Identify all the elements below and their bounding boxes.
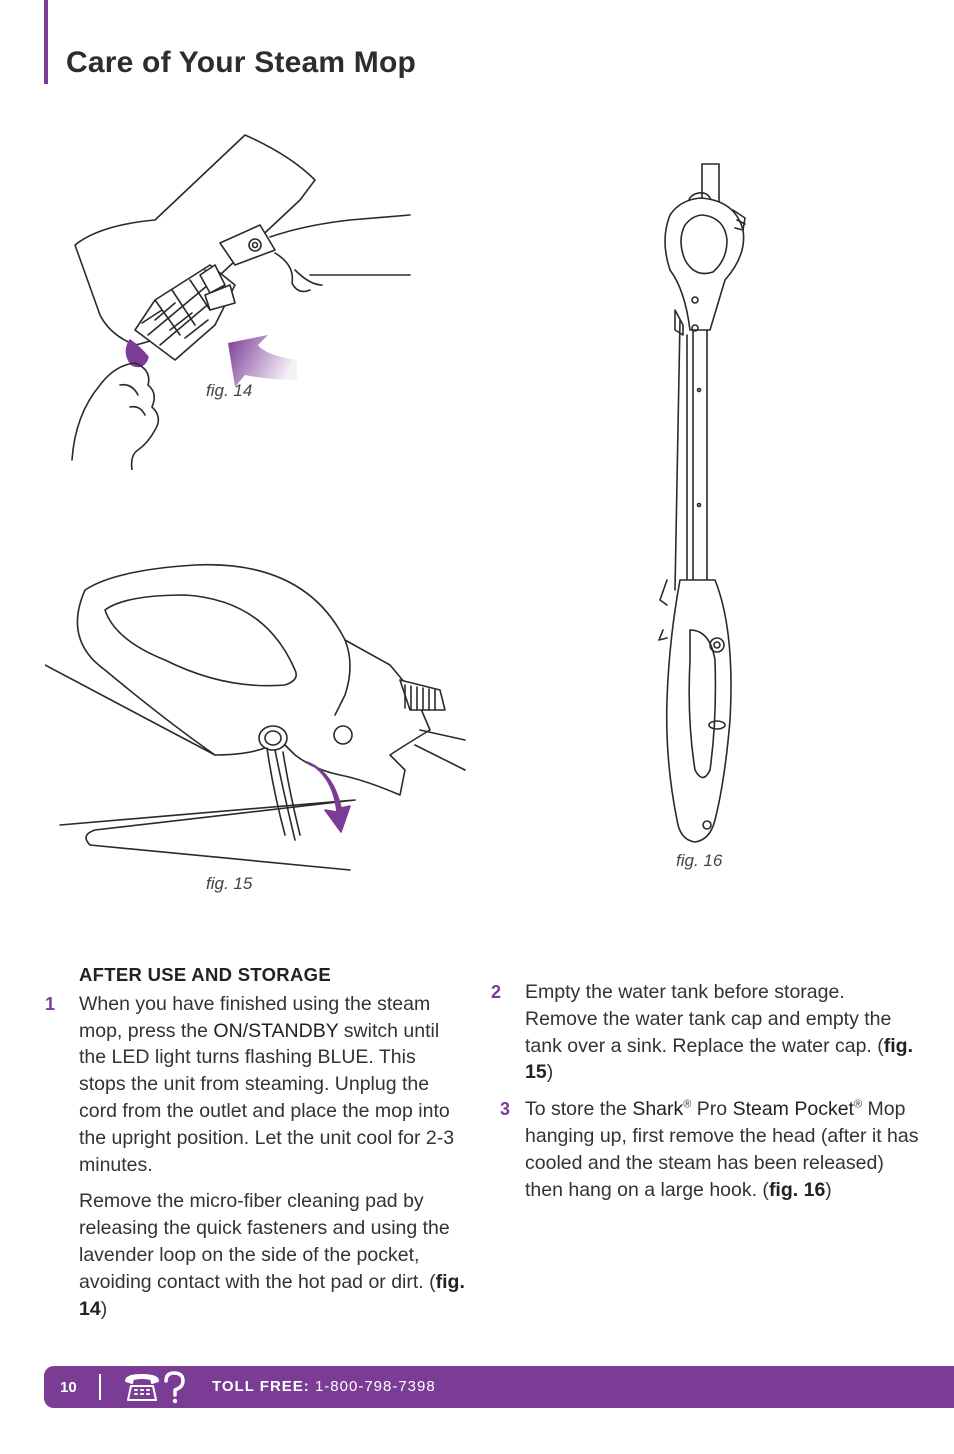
phone-help-icon	[125, 1371, 185, 1404]
step-3-close: )	[825, 1178, 832, 1201]
figure-16-caption: fig. 16	[676, 851, 723, 870]
header-accent-bar	[44, 0, 48, 84]
fig-15-reference: fig. 15	[525, 1034, 914, 1084]
step-2-close: )	[546, 1061, 554, 1084]
figure-16-illustration	[658, 163, 746, 843]
step-1-p2-text-a: Remove the micro-fiber cleaning pad by r…	[79, 1190, 450, 1293]
section-heading: AFTER USE AND STORAGE	[79, 964, 331, 985]
step-2: 2 Empty the water tank before storage. R…	[491, 979, 921, 1086]
on-standby-term: ON/STANDBY	[213, 1019, 339, 1042]
step-3-paragraph: To store the Shark® Pro Steam Pocket® Mo…	[525, 1096, 921, 1203]
figure-15-caption: fig. 15	[206, 874, 253, 893]
right-text-column: 2 Empty the water tank before storage. R…	[491, 979, 921, 1203]
step-3-number: 3	[500, 1099, 511, 1120]
step-1-text-a: When you have finished using the steam m…	[79, 992, 431, 1042]
page-number: 10	[60, 1379, 77, 1396]
step-1-text-b: switch until the LED light turns flashin…	[79, 1019, 455, 1176]
registered-mark: ®	[683, 1098, 692, 1111]
step-2-paragraph: Empty the water tank before storage. Rem…	[525, 979, 921, 1086]
fig-16-reference: fig. 16	[768, 1178, 826, 1201]
toll-free-label: TOLL FREE:	[212, 1378, 310, 1395]
step-1: 1 When you have finished using the steam…	[45, 991, 465, 1323]
step-3-text-b: Pro	[691, 1098, 733, 1121]
page-title: Care of Your Steam Mop	[66, 46, 417, 79]
product-name: Steam Pocket	[732, 1098, 854, 1121]
step-1-paragraph-2: Remove the micro-fiber cleaning pad by r…	[79, 1188, 465, 1322]
step-2-number: 2	[491, 982, 502, 1002]
step-1-paragraph-1: When you have finished using the steam m…	[79, 991, 465, 1179]
figure-14-caption: fig. 14	[206, 381, 253, 400]
figure-15-illustration	[45, 563, 466, 871]
brand-name: Shark	[632, 1098, 684, 1121]
step-3-text-a: To store the	[525, 1098, 633, 1121]
step-1-number: 1	[45, 993, 56, 1014]
footer-bar: 10 TOLL FREE: 1-800-798-7398	[44, 1366, 954, 1408]
left-text-column: AFTER USE AND STORAGE 1 When you have fi…	[45, 962, 465, 1322]
registered-mark-2: ®	[853, 1098, 863, 1111]
fig-14-reference: fig. 14	[79, 1270, 465, 1320]
footer-divider	[99, 1374, 101, 1400]
toll-free-line: TOLL FREE: 1-800-798-7398	[212, 1378, 436, 1395]
step-3: 3 To store the Shark® Pro Steam Pocket® …	[491, 1096, 921, 1203]
step-3-text-c: Mop hanging up, first remove the head (a…	[525, 1098, 919, 1201]
figure-14-illustration	[71, 134, 411, 470]
phone-number: 1-800-798-7398	[314, 1378, 436, 1395]
step-2-text: Empty the water tank before storage. Rem…	[525, 981, 892, 1057]
step-1-p2-text-b: )	[100, 1297, 108, 1320]
